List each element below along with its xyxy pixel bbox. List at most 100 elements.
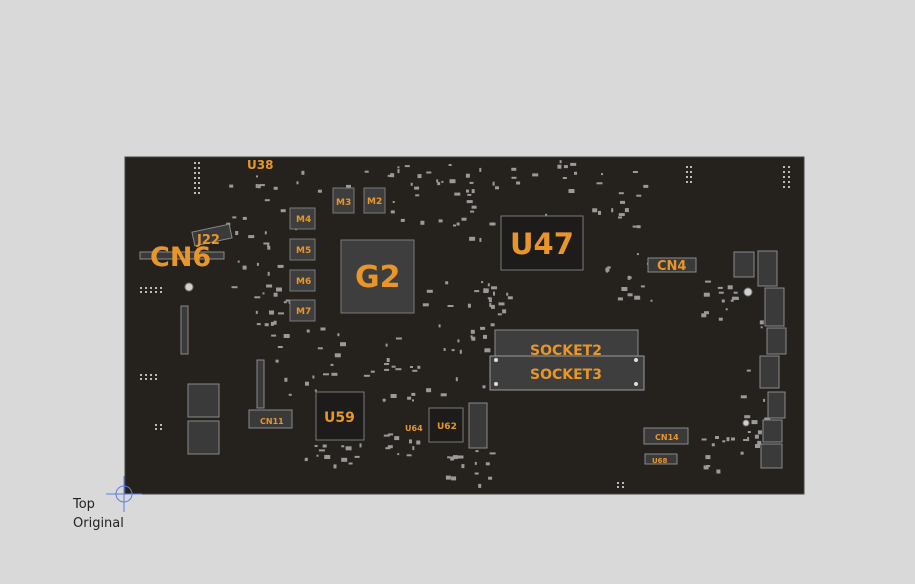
refdes-m5: M5 (296, 246, 311, 256)
smd-pad (706, 465, 711, 467)
chip-g2[interactable] (340, 239, 415, 314)
smd-pad (574, 171, 577, 175)
connectors[interactable] (139, 223, 787, 469)
smd-pad (288, 393, 292, 396)
smd-pad (488, 476, 493, 480)
smd-pad (316, 454, 319, 457)
smd-pad (484, 348, 491, 353)
smd-pad (370, 370, 375, 373)
chip-u47[interactable] (500, 215, 584, 271)
smd-pad (722, 440, 726, 443)
smd-pad (471, 205, 477, 209)
smd-pad (704, 311, 709, 315)
smd-pad (317, 347, 323, 350)
smd-pad (256, 262, 259, 266)
smd-pad (480, 326, 486, 330)
smd-pad (701, 313, 707, 318)
smd-pad (304, 458, 308, 462)
smd-pad (705, 455, 711, 460)
smd-pad (605, 267, 610, 272)
smd-pad (426, 171, 432, 174)
smd-pad (632, 225, 637, 228)
smd-pad (715, 436, 719, 439)
smd-pad (412, 369, 418, 372)
smd-pad (322, 444, 327, 448)
refdes-j22: J22 (196, 233, 220, 248)
smd-pad (754, 434, 759, 439)
smd-pad (237, 260, 240, 263)
smd-pad (485, 288, 489, 293)
smd-pad (383, 434, 390, 437)
smd-pad (255, 310, 258, 314)
smd-pad (592, 208, 598, 213)
smd-pad (727, 285, 733, 290)
smd-pad (273, 292, 278, 297)
smd-pad (417, 174, 422, 179)
smd-pad (618, 216, 622, 219)
smd-pad (479, 167, 482, 172)
smd-pad (426, 388, 432, 393)
smd-pad (333, 464, 337, 469)
mosfets[interactable] (289, 187, 386, 322)
smd-pad (388, 433, 394, 436)
smd-pad (489, 222, 496, 226)
smd-pad (744, 415, 751, 419)
smd-pad (296, 181, 299, 185)
smd-pad (414, 186, 420, 190)
smd-pad (267, 243, 270, 248)
smd-pad (404, 165, 410, 168)
smd-pad (467, 193, 472, 196)
smd-pad (516, 181, 521, 185)
smd-pad (270, 321, 274, 326)
socket2[interactable] (494, 329, 639, 359)
smd-pad (334, 353, 341, 358)
pad-field (226, 160, 774, 488)
socket3[interactable] (489, 355, 645, 391)
smd-pad (400, 218, 405, 222)
smd-pad (232, 216, 237, 219)
smd-pad (305, 381, 309, 386)
smd-pad (337, 333, 340, 337)
chip-u62[interactable] (428, 407, 464, 443)
smd-pad (451, 476, 457, 481)
refdes-u62: U62 (437, 422, 457, 432)
smd-pad (757, 430, 762, 435)
smd-pad (323, 373, 329, 376)
smd-pad (438, 324, 441, 328)
refdes-socket3: SOCKET3 (530, 367, 602, 383)
smd-pad (248, 235, 255, 239)
smd-pad (411, 392, 416, 396)
smd-pad (275, 359, 279, 363)
smd-pad (703, 465, 709, 470)
smd-pad (489, 452, 496, 455)
smd-pad (598, 210, 601, 215)
smd-pad (636, 225, 641, 229)
smd-pad (395, 368, 402, 371)
smd-pad (601, 173, 603, 176)
smd-pad (395, 337, 402, 340)
refdes-u38: U38 (247, 158, 273, 172)
smd-pad (471, 189, 475, 194)
refdes-u59: U59 (324, 410, 355, 426)
smd-pad (257, 184, 261, 189)
smd-pad (441, 180, 444, 183)
pcb-board[interactable] (124, 156, 805, 495)
header-pins-left-top (140, 162, 790, 488)
smd-pad (255, 184, 258, 188)
smd-pad (466, 200, 473, 204)
smd-pad (730, 299, 734, 302)
smd-pad (740, 395, 747, 399)
smd-pad (502, 309, 507, 314)
smd-pad (354, 455, 360, 458)
smd-pad (269, 310, 274, 315)
smd-pad (447, 456, 451, 459)
smd-pad (410, 366, 413, 368)
chip-u59[interactable] (315, 391, 365, 441)
board-side-label: Top (73, 497, 95, 512)
smd-pad (557, 164, 562, 169)
smd-pad (746, 369, 751, 372)
smd-pad (438, 219, 443, 223)
refdes-u64: U64 (405, 424, 423, 433)
